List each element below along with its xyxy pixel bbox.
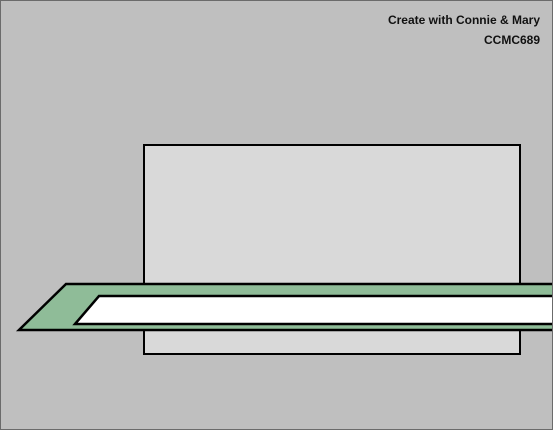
sketch-number: CCMC689 — [483, 33, 540, 47]
sketch-label: Create with Connie & Mary CCMC689 — [388, 10, 540, 50]
gray-panel — [143, 144, 521, 355]
sketch-title: Create with Connie & Mary — [387, 13, 540, 27]
